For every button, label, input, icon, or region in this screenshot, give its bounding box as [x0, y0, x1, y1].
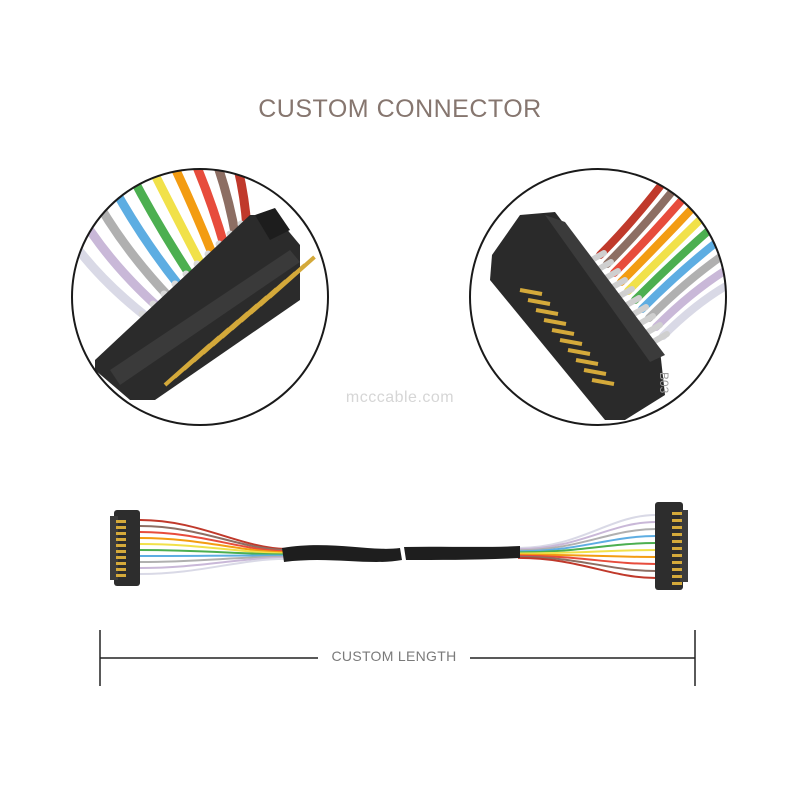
wire: [517, 554, 657, 565]
right-connector-housing: [490, 212, 665, 420]
right-connector-pins: [519, 288, 615, 386]
pin: [116, 562, 126, 565]
pin: [559, 338, 583, 346]
wire: [517, 535, 657, 553]
pin: [116, 532, 126, 535]
wire: [517, 528, 657, 552]
wire: [135, 169, 208, 273]
wire: [171, 169, 230, 253]
pin: [116, 526, 126, 529]
pin: [551, 328, 575, 336]
wire: [517, 549, 657, 555]
pin: [519, 288, 543, 296]
wire: [153, 169, 219, 263]
pin: [116, 544, 126, 547]
pin: [116, 574, 126, 577]
wire: [139, 537, 287, 554]
pin: [543, 318, 567, 326]
pin: [672, 575, 682, 578]
pin: [672, 547, 682, 550]
pin: [591, 378, 615, 386]
right-zoom-circle: [469, 168, 727, 426]
pin: [672, 582, 682, 585]
wire: [139, 519, 287, 550]
wire: [72, 200, 153, 323]
wire: [139, 555, 287, 563]
wire: [517, 521, 657, 551]
cable-assembly: [110, 502, 688, 590]
wire: [139, 525, 287, 552]
wire: [517, 542, 657, 554]
connector-marking: B03: [657, 372, 671, 394]
wire: [659, 273, 726, 340]
wire: [139, 531, 287, 553]
wire: [139, 557, 287, 575]
wire: [207, 169, 252, 233]
left-connector-closeup: [71, 168, 329, 426]
left-zoom-circle: [71, 168, 329, 426]
wire: [139, 549, 287, 556]
pin: [672, 533, 682, 536]
wire: [517, 514, 657, 549]
pin: [672, 519, 682, 522]
right-connector-closeup: B03: [469, 168, 727, 426]
cable-wires-right: [517, 514, 657, 579]
pin: [672, 568, 682, 571]
pin: [116, 550, 126, 553]
braided-sleeve-right: [404, 546, 520, 560]
pin: [575, 358, 599, 366]
pin: [535, 308, 559, 316]
cable-wires-left: [139, 519, 287, 575]
pin: [116, 538, 126, 541]
wire: [638, 234, 726, 313]
pin: [672, 561, 682, 564]
watermark: mcccable.com: [345, 389, 455, 406]
wire: [517, 556, 657, 579]
wire: [631, 221, 719, 304]
pin: [527, 298, 551, 306]
pin: [268, 255, 316, 299]
wire: [652, 260, 726, 331]
page-title: CUSTOM CONNECTOR: [258, 95, 542, 123]
wire: [517, 555, 657, 572]
wire: [139, 556, 287, 569]
pin: [116, 568, 126, 571]
left-connector-pins: [163, 255, 316, 387]
pin: [583, 368, 607, 376]
pin: [672, 512, 682, 515]
pin: [116, 556, 126, 559]
pin: [672, 554, 682, 557]
wire: [517, 553, 657, 558]
wire: [139, 554, 287, 557]
pin: [567, 348, 591, 356]
braided-sleeve-left: [282, 545, 402, 562]
pin: [116, 520, 126, 523]
pin: [672, 526, 682, 529]
custom-length-label: CUSTOM LENGTH: [318, 648, 470, 664]
pin: [672, 540, 682, 543]
wire: [139, 543, 287, 555]
